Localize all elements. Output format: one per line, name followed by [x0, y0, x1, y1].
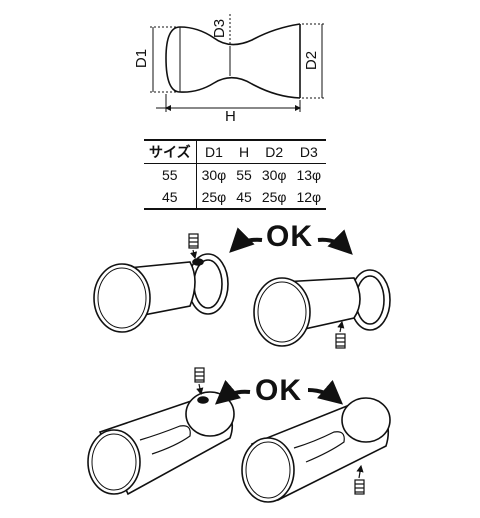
table-header-row: サイズ D1 H D2 D3 [144, 139, 327, 164]
table-cell: 13φ [296, 167, 322, 183]
knob-left-top-screw [93, 253, 229, 333]
table-cell: 12φ [291, 186, 327, 210]
table-cell: 55 [144, 163, 197, 186]
table-cell: 25φ [256, 186, 292, 210]
column-header: D3 [291, 139, 327, 164]
ok-label-bottom: OK [255, 374, 302, 407]
table-cell: 30φ [201, 167, 227, 183]
arrow-left-icon [214, 379, 251, 405]
screw-icon [188, 233, 199, 260]
d2-label: D2 [303, 50, 321, 71]
table-cell: 25φ [196, 186, 232, 210]
arrow-right-icon [317, 229, 353, 255]
table-cell: 45 [231, 186, 257, 210]
knob-right-bottom-screw [253, 269, 391, 347]
table-cell: 30φ [261, 167, 287, 183]
column-header: D2 [256, 139, 292, 164]
screw-icon [194, 367, 205, 396]
d3-label: D3 [211, 18, 229, 39]
spec-table: サイズ D1 H D2 D3 55 30φ 55 30φ 13φ 45 25φ … [144, 139, 327, 210]
column-header: サイズ [144, 139, 197, 164]
dimension-lines [150, 14, 325, 112]
table-row: 55 30φ 55 30φ 13φ [144, 163, 326, 186]
table-cell: 45 [144, 186, 197, 210]
column-header: H [231, 139, 257, 164]
table-cell: 55 [236, 167, 252, 183]
arrow-left-icon [229, 227, 263, 253]
cylinder-left-top-screw [87, 391, 235, 496]
screw-icon [354, 464, 365, 495]
d1-label: D1 [133, 48, 151, 69]
ok-label-top: OK [266, 220, 313, 253]
arrow-right-icon [307, 379, 344, 405]
column-header: D1 [196, 139, 232, 164]
table-row: 45 25φ 45 25φ 12φ [144, 186, 327, 210]
knob-side-view [165, 23, 301, 99]
h-label: H [225, 108, 236, 125]
cylinder-right-bottom-screw [241, 397, 391, 503]
screw-icon [335, 320, 346, 349]
